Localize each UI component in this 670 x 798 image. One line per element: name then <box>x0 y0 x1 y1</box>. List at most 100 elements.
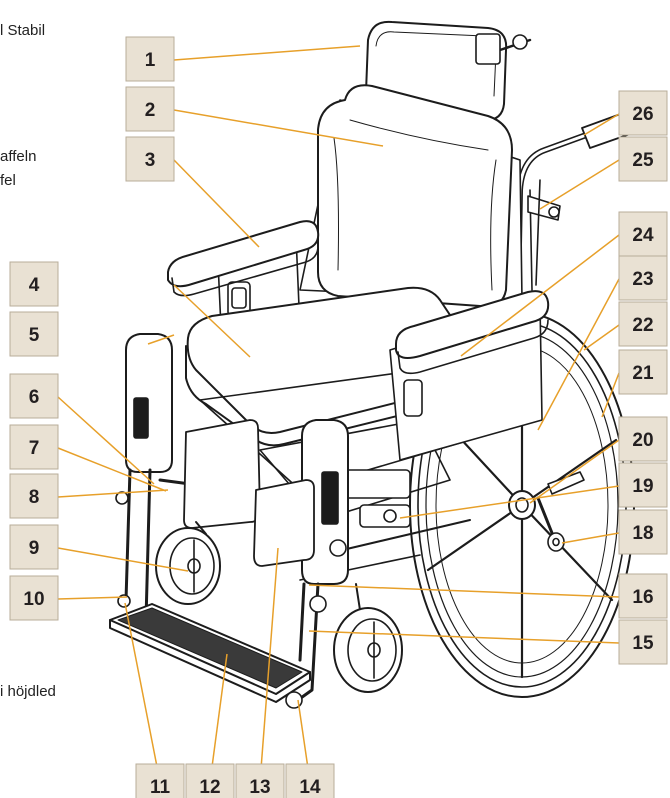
backrest-cushion <box>317 84 513 308</box>
callout-number: 6 <box>29 387 40 408</box>
leader-11 <box>124 602 161 783</box>
leader-6 <box>57 396 155 485</box>
callout-box <box>9 575 59 621</box>
callout-number: 25 <box>632 150 654 171</box>
callout-21: 21 <box>618 349 668 395</box>
callout-box <box>618 509 668 555</box>
leader-22 <box>583 324 620 351</box>
right-armrest <box>389 290 550 461</box>
leader-9 <box>57 547 189 572</box>
callout-number: 23 <box>632 269 653 290</box>
leader-2 <box>173 109 384 147</box>
callout-23: 23 <box>618 255 668 301</box>
left-leg-rest <box>115 333 192 626</box>
callout-number: 19 <box>632 476 653 497</box>
callout-box <box>125 86 175 132</box>
callout-number: 2 <box>145 100 156 121</box>
callout-number: 20 <box>632 430 653 451</box>
callout-18: 18 <box>618 509 668 555</box>
callout-10: 10 <box>9 575 59 621</box>
left-armrest <box>167 220 320 297</box>
callout-number: 4 <box>29 275 40 296</box>
side-text-fel: fel <box>0 172 16 189</box>
callout-box <box>9 524 59 570</box>
right-caster <box>333 583 403 693</box>
callout-number: 11 <box>150 777 171 798</box>
callout-number: 21 <box>632 363 654 384</box>
callout-box <box>9 261 59 307</box>
callout-number: 24 <box>632 225 654 246</box>
callout-box <box>9 424 59 470</box>
leader-8 <box>57 489 169 498</box>
callout-16: 16 <box>618 573 668 619</box>
leader-24 <box>460 234 620 357</box>
callout-number: 12 <box>199 777 220 798</box>
callout-26: 26 <box>618 90 668 136</box>
left-caster <box>155 521 221 605</box>
callout-number: 14 <box>299 777 321 798</box>
callout-20: 20 <box>618 416 668 462</box>
callout-7: 7 <box>9 424 59 470</box>
callout-box <box>618 90 668 136</box>
callout-4: 4 <box>9 261 59 307</box>
callout-box <box>125 36 175 82</box>
leader-lines <box>57 45 620 783</box>
callout-box <box>618 462 668 508</box>
footplate <box>109 594 311 709</box>
leader-1 <box>173 45 361 61</box>
callout-box <box>9 473 59 519</box>
callout-number: 26 <box>632 104 653 125</box>
leader-15 <box>308 630 620 644</box>
callout-box <box>618 349 668 395</box>
wheelchair-drawing <box>109 20 640 709</box>
callout-box <box>618 573 668 619</box>
callout-box <box>618 416 668 462</box>
callout-box <box>235 763 285 798</box>
callout-box <box>618 211 668 257</box>
callout-14: 14 <box>285 763 335 798</box>
callout-number: 7 <box>29 438 40 459</box>
side-text-stabil: l Stabil <box>0 22 46 39</box>
leader-23 <box>537 278 620 431</box>
callout-box <box>125 136 175 182</box>
callout-box <box>9 373 59 419</box>
callout-number: 8 <box>29 487 40 508</box>
callout-box <box>135 763 185 798</box>
leader-10 <box>57 596 128 600</box>
leader-7 <box>57 447 167 492</box>
leader-18 <box>561 532 620 544</box>
anti-tip-wheel <box>536 471 585 552</box>
callout-number: 10 <box>23 589 44 610</box>
callout-19: 19 <box>618 462 668 508</box>
leader-3 <box>173 159 260 248</box>
leader-26 <box>583 113 620 136</box>
callout-11: 11 <box>135 763 185 798</box>
leader-19 <box>399 485 620 519</box>
callout-box <box>618 301 668 347</box>
leader-25 <box>539 159 620 210</box>
leader-16 <box>308 584 620 598</box>
callout-15: 15 <box>618 619 668 665</box>
callout-25: 25 <box>618 136 668 182</box>
callout-box <box>9 311 59 357</box>
callout-13: 13 <box>235 763 285 798</box>
side-text-affeln: affeln <box>0 148 37 165</box>
callout-box <box>618 136 668 182</box>
callout-8: 8 <box>9 473 59 519</box>
leader-12 <box>209 653 228 783</box>
callout-number: 15 <box>632 633 654 654</box>
callout-6: 6 <box>9 373 59 419</box>
callout-number: 18 <box>632 523 653 544</box>
leader-20 <box>529 439 620 504</box>
callout-12: 12 <box>185 763 235 798</box>
side-text-hojdled: i höjdled <box>0 683 56 700</box>
callout-24: 24 <box>618 211 668 257</box>
chassis <box>199 369 471 581</box>
callout-number: 9 <box>29 538 40 559</box>
callout-number: 1 <box>145 50 156 71</box>
callout-5: 5 <box>9 311 59 357</box>
callout-number: 3 <box>145 150 156 171</box>
callout-box <box>618 619 668 665</box>
callout-box <box>185 763 235 798</box>
